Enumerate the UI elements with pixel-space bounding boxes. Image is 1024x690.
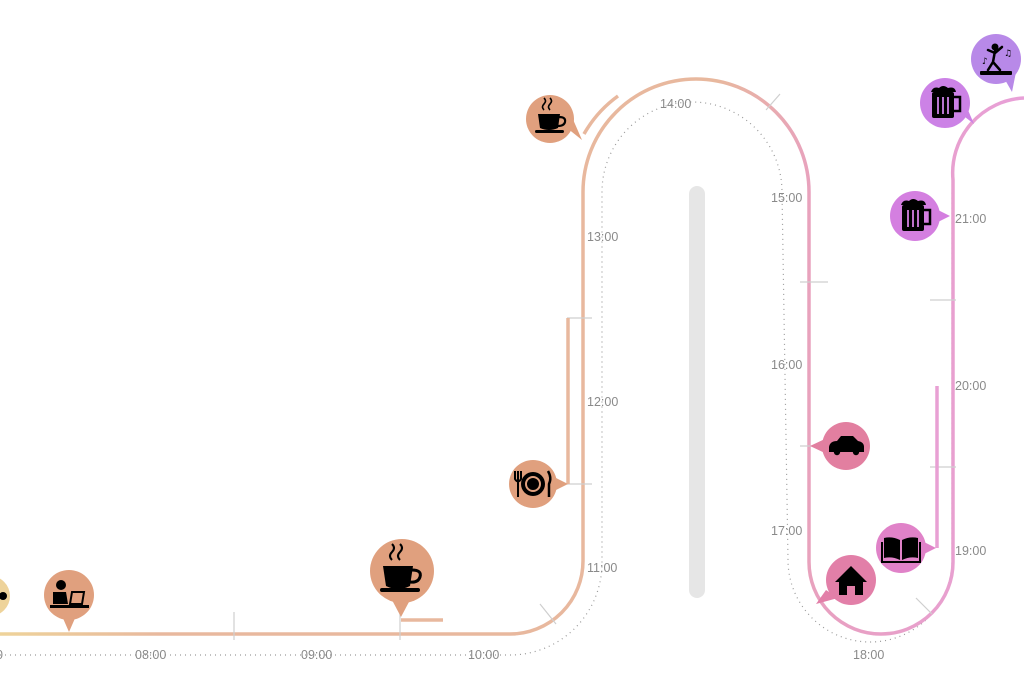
time-label: 08:00	[135, 648, 166, 662]
time-label: 10:00	[468, 648, 499, 662]
work-laptop-icon	[50, 580, 89, 608]
duration-bars	[401, 94, 939, 622]
event-marker-coffee-2[interactable]	[526, 95, 582, 143]
track-ticks	[233, 93, 956, 640]
time-label: 16:00	[771, 358, 802, 372]
svg-text:♫: ♫	[1004, 49, 1012, 59]
event-marker-coffee-1[interactable]	[370, 539, 434, 617]
time-label: 17:00	[771, 524, 802, 538]
beer-icon	[901, 199, 932, 231]
event-marker-book[interactable]	[876, 523, 936, 573]
time-label: 13:00	[587, 230, 618, 244]
home-icon	[835, 566, 867, 595]
event-marker-dancing[interactable]: ♪ ♫	[971, 34, 1021, 92]
time-guide-dotted	[0, 101, 953, 656]
event-marker-home[interactable]	[816, 555, 876, 605]
time-label: 11:00	[587, 561, 617, 575]
book-icon	[881, 537, 921, 563]
event-marker-beer-1[interactable]	[890, 191, 950, 241]
time-label: 12:00	[587, 395, 618, 409]
event-marker-car[interactable]	[810, 422, 870, 470]
time-labels: 0 08:00 09:00 10:00 11:00 12:00 13:00 14…	[0, 97, 986, 662]
event-marker-meal[interactable]	[509, 460, 568, 508]
vertical-scrollbar[interactable]	[689, 186, 705, 598]
event-marker-offscreen[interactable]	[0, 576, 10, 616]
event-marker-work[interactable]	[44, 570, 94, 632]
time-label: 19:00	[955, 544, 986, 558]
beer-icon	[931, 86, 962, 118]
time-label: 20:00	[955, 379, 986, 393]
car-icon	[829, 436, 864, 456]
event-marker-beer-2[interactable]	[920, 78, 974, 128]
time-label: 21:00	[955, 212, 986, 226]
dancing-icon: ♪ ♫	[980, 43, 1012, 75]
coffee-icon	[380, 543, 422, 592]
timeline-track	[0, 77, 1024, 636]
time-label: 14:00	[660, 97, 691, 111]
svg-text:♪: ♪	[982, 57, 988, 67]
coffee-icon	[535, 97, 567, 133]
time-label: 09:00	[301, 648, 332, 662]
time-label: 15:00	[771, 191, 802, 205]
meal-icon	[514, 470, 552, 497]
time-label-edge: 0	[0, 648, 3, 662]
time-label: 18:00	[853, 648, 884, 662]
